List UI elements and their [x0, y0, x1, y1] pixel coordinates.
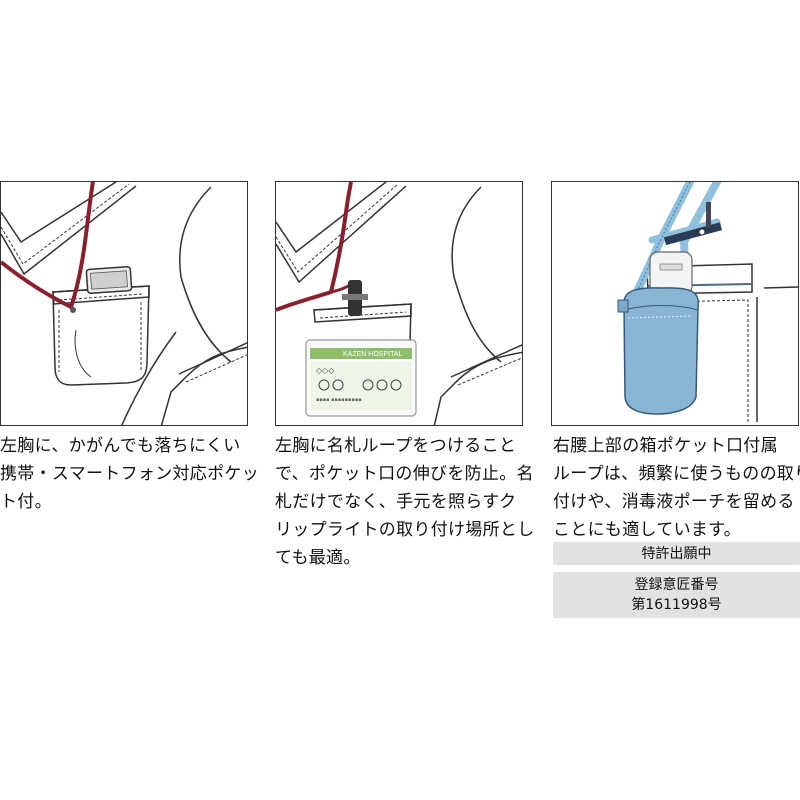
patent-pending-label: 特許出願中 — [553, 542, 800, 565]
caption-line: ことにも適しています。 — [553, 520, 742, 540]
caption-line: 付けや、消毒液ポーチを留める — [553, 492, 795, 512]
badge-symbols: ◇◇◇ — [316, 366, 335, 375]
caption-waist-loop: 右腰上部の箱ポケット口付属 ループは、頻繁に使うものの取り 付けや、消毒液ポーチ… — [553, 432, 800, 544]
caption-line: ト付。 — [0, 492, 52, 512]
panel-waist-pocket-loop — [551, 181, 799, 426]
svg-text:▪▪▪▪ ▪▪▪▪▪▪▪▪▪: ▪▪▪▪ ▪▪▪▪▪▪▪▪▪ — [316, 397, 362, 403]
design-registration-number: 第1611998号 — [631, 597, 722, 613]
illustration-pocket-phone — [1, 182, 247, 425]
design-registration-label: 登録意匠番号 第1611998号 — [553, 572, 800, 618]
caption-line: 右腰上部の箱ポケット口付属 — [553, 436, 778, 456]
caption-line: 左胸に名札ループをつけること — [275, 436, 517, 456]
panel-name-badge-loop: ▪▪▪▪ ▪▪▪▪▪▪▪▪▪ KAZEN HOSPITAL ◇◇◇ — [275, 181, 523, 426]
design-registration-title: 登録意匠番号 — [634, 577, 719, 593]
badge-hospital-name: KAZEN HOSPITAL — [343, 351, 402, 358]
badge-header-bar — [310, 348, 412, 359]
caption-line: で、ポケット口の伸びを防止。名 — [275, 464, 534, 484]
caption-name-loop: 左胸に名札ループをつけること で、ポケット口の伸びを防止。名 札だけでなく、手元… — [275, 432, 535, 572]
caption-line: リップライトの取り付け場所とし — [275, 520, 535, 540]
caption-chest-pocket: 左胸に、かがんでも落ちにくい 携帯・スマートフォン対応ポケッ ト付。 — [0, 432, 259, 516]
illustration-name-badge: ▪▪▪▪ ▪▪▪▪▪▪▪▪▪ KAZEN HOSPITAL ◇◇◇ — [276, 182, 522, 425]
caption-line: 携帯・スマートフォン対応ポケッ — [0, 464, 259, 484]
caption-line: ループは、頻繁に使うものの取り — [553, 464, 800, 484]
caption-line: 札だけでなく、手元を照らすク — [275, 492, 517, 512]
illustration-pouch — [617, 182, 798, 422]
caption-line: ても最適。 — [275, 548, 361, 568]
caption-line: 左胸に、かがんでも落ちにくい — [0, 436, 241, 456]
panel-chest-pocket-phone — [0, 181, 248, 426]
